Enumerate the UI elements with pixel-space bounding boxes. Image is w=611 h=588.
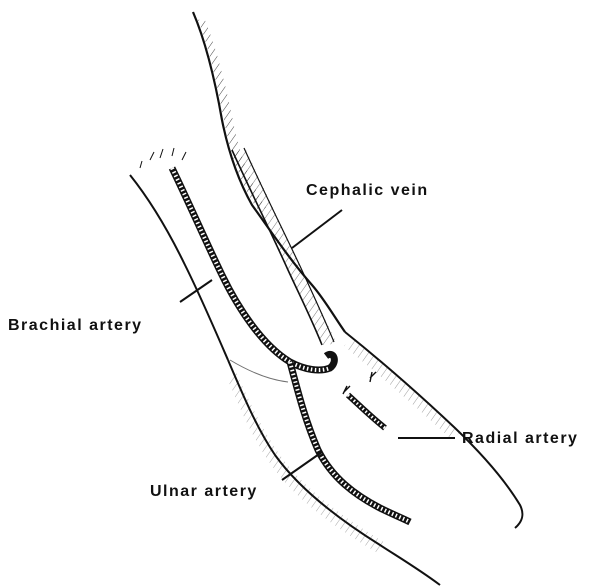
label-brachial-artery: Brachial artery	[8, 318, 143, 334]
forearm-shading-upper	[344, 338, 460, 440]
label-radial-artery: Radial artery	[462, 431, 578, 447]
leader-brachial-artery	[180, 280, 212, 302]
label-ulnar-artery: Ulnar artery	[150, 484, 258, 500]
label-cephalic-vein: Cephalic vein	[306, 183, 429, 199]
hair-tufts	[140, 148, 186, 168]
leader-cephalic-vein	[292, 210, 342, 248]
ligature-marks	[343, 372, 376, 394]
upper-arm-outline-inner	[130, 175, 228, 360]
